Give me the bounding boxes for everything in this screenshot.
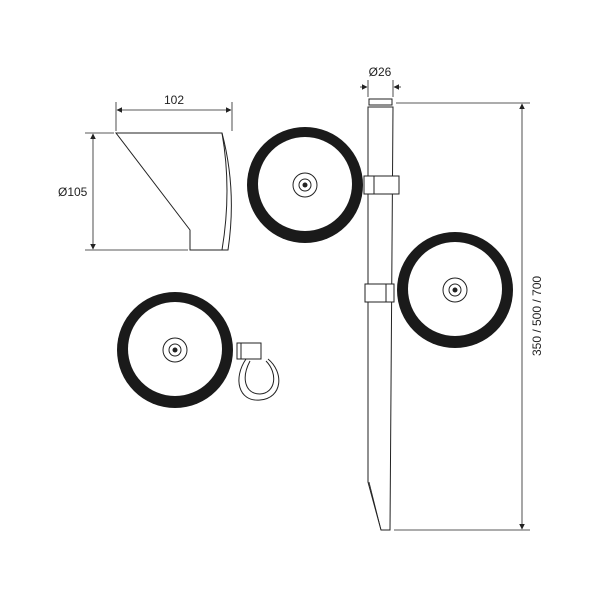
diameter-dimension: Ø105 <box>58 132 188 251</box>
diameter-dimension-label: Ø105 <box>58 185 88 199</box>
height-dimension: 350 / 500 / 700 <box>394 102 544 531</box>
stake-diameter-label: Ø26 <box>369 65 392 79</box>
width-dimension: 102 <box>115 93 233 131</box>
ground-stake <box>367 98 394 531</box>
upper-lamp-head <box>247 127 400 243</box>
stake-diameter-dimension: Ø26 <box>360 65 401 97</box>
lamp-side-view <box>114 132 232 251</box>
lower-lamp-head <box>364 232 513 348</box>
height-dimension-label: 350 / 500 / 700 <box>530 276 544 356</box>
lamp-front-view-with-clamp <box>117 292 280 408</box>
width-dimension-label: 102 <box>164 93 184 107</box>
